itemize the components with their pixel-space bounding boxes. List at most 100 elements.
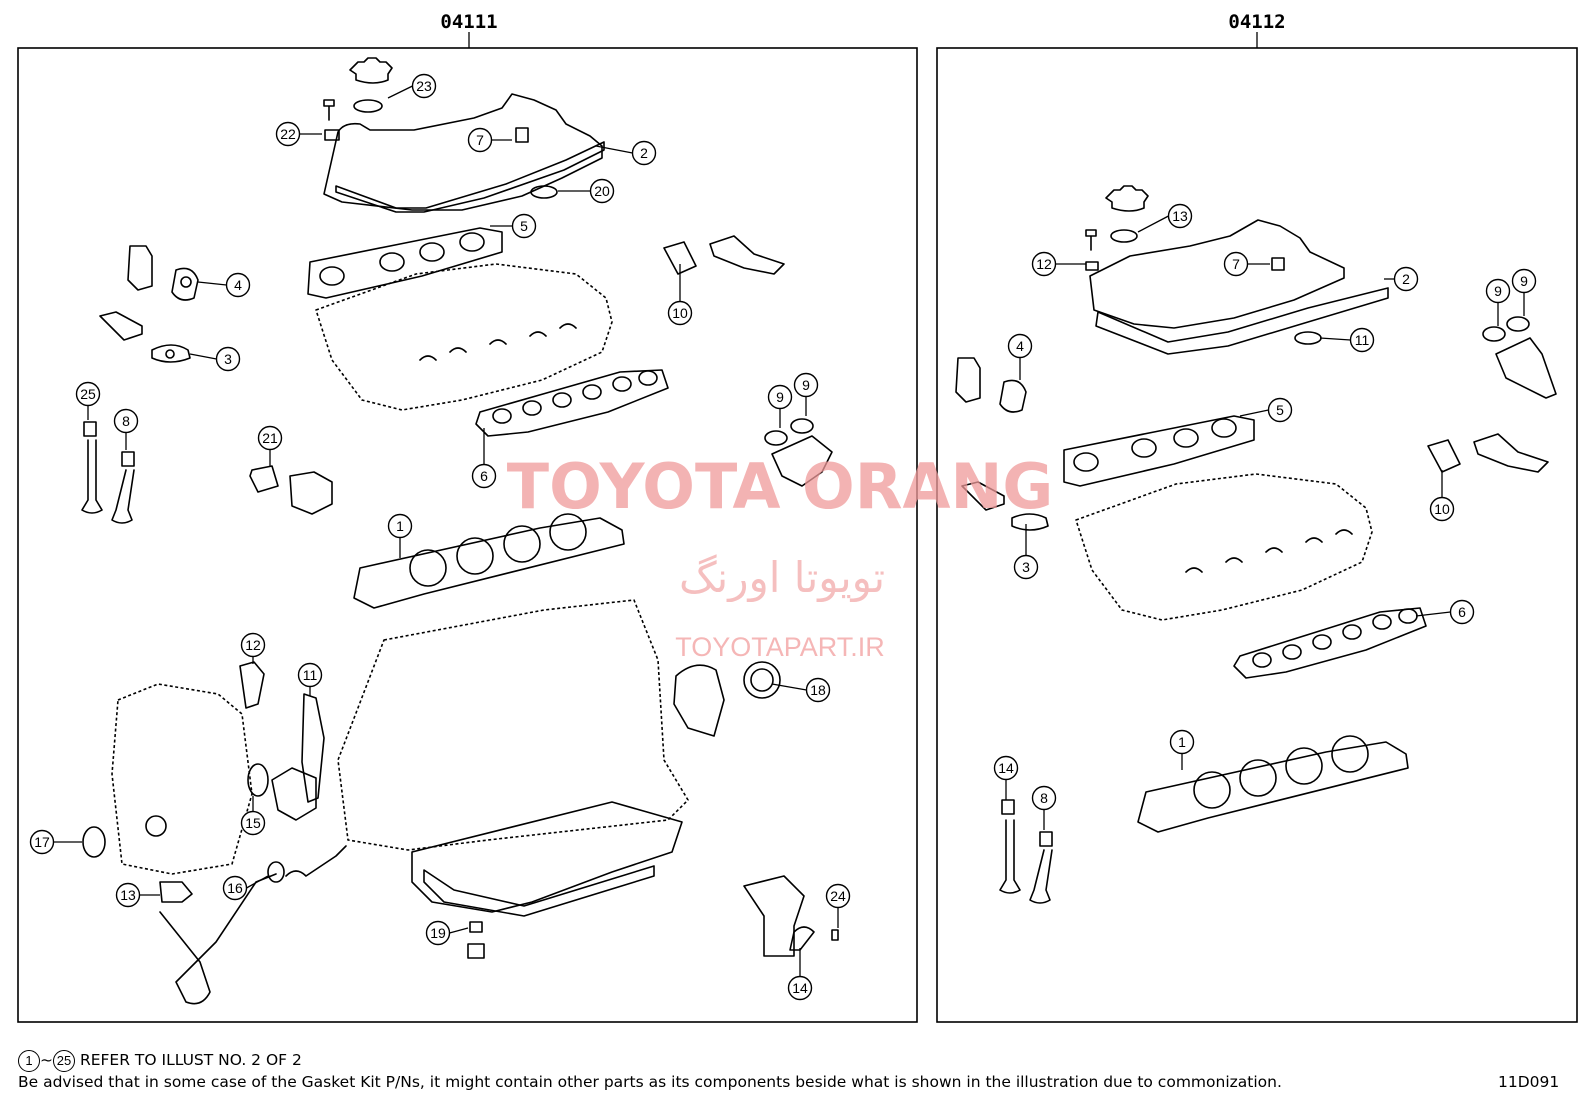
callout-circle-left-4 bbox=[225, 272, 251, 298]
callout-circle-left-20 bbox=[589, 178, 615, 204]
callout-left-3: 3 bbox=[224, 351, 232, 367]
callout-circle-left-11 bbox=[297, 662, 323, 688]
spark-plug-tube-gasket bbox=[1294, 331, 1322, 345]
callout-circle-left-15 bbox=[240, 810, 266, 836]
callout-leader-left-19 bbox=[449, 927, 469, 934]
callout-left-18: 18 bbox=[810, 682, 826, 698]
callout-right-7: 7 bbox=[1232, 256, 1240, 272]
exhaust-valve bbox=[111, 469, 135, 524]
callout-circle-right-12 bbox=[1031, 251, 1057, 277]
callout-circle-left-3 bbox=[215, 346, 241, 372]
callout-circle-right-10 bbox=[1429, 496, 1455, 522]
egr-valve-gasket bbox=[249, 465, 279, 493]
callout-circle-right-9 bbox=[1511, 268, 1537, 294]
callout-leader-right-11 bbox=[1319, 337, 1351, 341]
valve-stem-seal bbox=[83, 421, 97, 437]
callout-circle-right-14 bbox=[993, 755, 1019, 781]
watermark-site: TOYOTAPART.IR bbox=[675, 632, 885, 662]
left-part-drawings bbox=[81, 57, 839, 1005]
callout-leader-left-4 bbox=[197, 281, 227, 286]
valve-cover-grommet bbox=[515, 127, 529, 143]
ref-end-num: 25 bbox=[53, 1050, 75, 1072]
callout-right-5: 5 bbox=[1276, 402, 1284, 418]
callout-leader-right-5 bbox=[1239, 409, 1269, 417]
valve-stem-seal bbox=[121, 451, 135, 467]
water-outlet bbox=[955, 357, 981, 403]
cylinder-head bbox=[315, 263, 613, 411]
oil-seal-retainer bbox=[673, 664, 725, 737]
head-ports bbox=[419, 323, 577, 361]
callout-circle-right-8 bbox=[1031, 785, 1057, 811]
callout-left-12: 12 bbox=[245, 637, 261, 653]
water-outlet bbox=[127, 245, 153, 291]
callout-circle-right-4 bbox=[1007, 333, 1033, 359]
callout-left-25: 25 bbox=[80, 386, 96, 402]
timing-cover-gasket bbox=[239, 661, 265, 709]
callout-right-12: 12 bbox=[1036, 256, 1052, 272]
oil-filler-cap bbox=[1105, 185, 1149, 212]
thermostat-housing bbox=[743, 875, 805, 957]
oil-seal bbox=[82, 826, 106, 858]
cylinder-head-cover bbox=[1089, 219, 1345, 329]
exhaust-valve bbox=[1029, 849, 1053, 904]
water-bypass-pipe bbox=[709, 235, 785, 275]
footer-note: Be advised that in some case of the Gask… bbox=[18, 1073, 1282, 1091]
section-frame-04112 bbox=[936, 47, 1578, 1023]
callout-leader-left-3 bbox=[189, 353, 217, 360]
callout-circle-right-7 bbox=[1223, 251, 1249, 277]
sensor bbox=[961, 481, 1005, 511]
intake-manifold-gasket bbox=[307, 227, 503, 299]
callout-circle-left-13 bbox=[115, 882, 141, 908]
callout-circle-left-12 bbox=[240, 632, 266, 658]
water-outlet-gasket bbox=[999, 379, 1027, 413]
callout-left-21: 21 bbox=[262, 430, 278, 446]
callout-left-24: 24 bbox=[830, 888, 846, 904]
ref-text: REFER TO ILLUST NO. 2 OF 2 bbox=[79, 1051, 302, 1069]
callout-right-6: 6 bbox=[1458, 604, 1466, 620]
callout-circle-left-6 bbox=[471, 463, 497, 489]
callout-circle-left-8 bbox=[113, 408, 139, 434]
section-label-04111: 04111 bbox=[440, 11, 497, 33]
thermostat-gasket bbox=[789, 926, 815, 951]
cylinder-block bbox=[337, 599, 689, 851]
bolt bbox=[323, 99, 335, 121]
callout-leader-left-18 bbox=[771, 683, 807, 691]
callout-circle-right-5 bbox=[1267, 397, 1293, 423]
gasket bbox=[267, 861, 285, 883]
callout-circle-right-1 bbox=[1169, 729, 1195, 755]
callout-circle-right-11 bbox=[1349, 327, 1375, 353]
callout-leader-right-13 bbox=[1137, 215, 1169, 233]
callout-circle-left-1 bbox=[387, 513, 413, 539]
timing-cover-gasket-2 bbox=[301, 693, 325, 803]
water-pump bbox=[271, 767, 317, 821]
callout-left-4: 4 bbox=[234, 277, 242, 293]
sensor-gasket bbox=[1011, 513, 1049, 531]
illustration-code: 11D091 bbox=[1498, 1073, 1560, 1091]
water-bypass-gasket bbox=[663, 241, 697, 275]
cylinder-head-gasket bbox=[1137, 741, 1409, 833]
callout-leader-right-6 bbox=[1415, 611, 1451, 617]
callout-right-11: 11 bbox=[1355, 332, 1370, 348]
callout-circle-left-22 bbox=[275, 121, 301, 147]
grommet bbox=[1085, 261, 1099, 271]
callout-right-9: 9 bbox=[1494, 283, 1502, 299]
callout-right-8: 8 bbox=[1040, 790, 1048, 806]
timing-chain-cover bbox=[111, 683, 253, 875]
callout-left-7: 7 bbox=[476, 132, 484, 148]
intake-manifold-gasket bbox=[1063, 415, 1255, 487]
exhaust-manifold-gasket bbox=[1233, 607, 1427, 679]
water-bypass-gasket bbox=[1427, 439, 1461, 473]
callout-circle-left-10 bbox=[667, 300, 693, 326]
callout-left-17: 17 bbox=[34, 834, 50, 850]
filler-cap-gasket bbox=[1110, 229, 1138, 243]
callout-left-6: 6 bbox=[480, 468, 488, 484]
o-ring bbox=[1506, 316, 1530, 332]
cylinder-head-gasket bbox=[353, 517, 625, 609]
water-inlet bbox=[1495, 337, 1557, 399]
section-label-04112: 04112 bbox=[1228, 11, 1285, 33]
oil-filler-cap bbox=[349, 57, 393, 84]
callout-circle-right-3 bbox=[1013, 554, 1039, 580]
sensor-gasket bbox=[151, 344, 191, 363]
